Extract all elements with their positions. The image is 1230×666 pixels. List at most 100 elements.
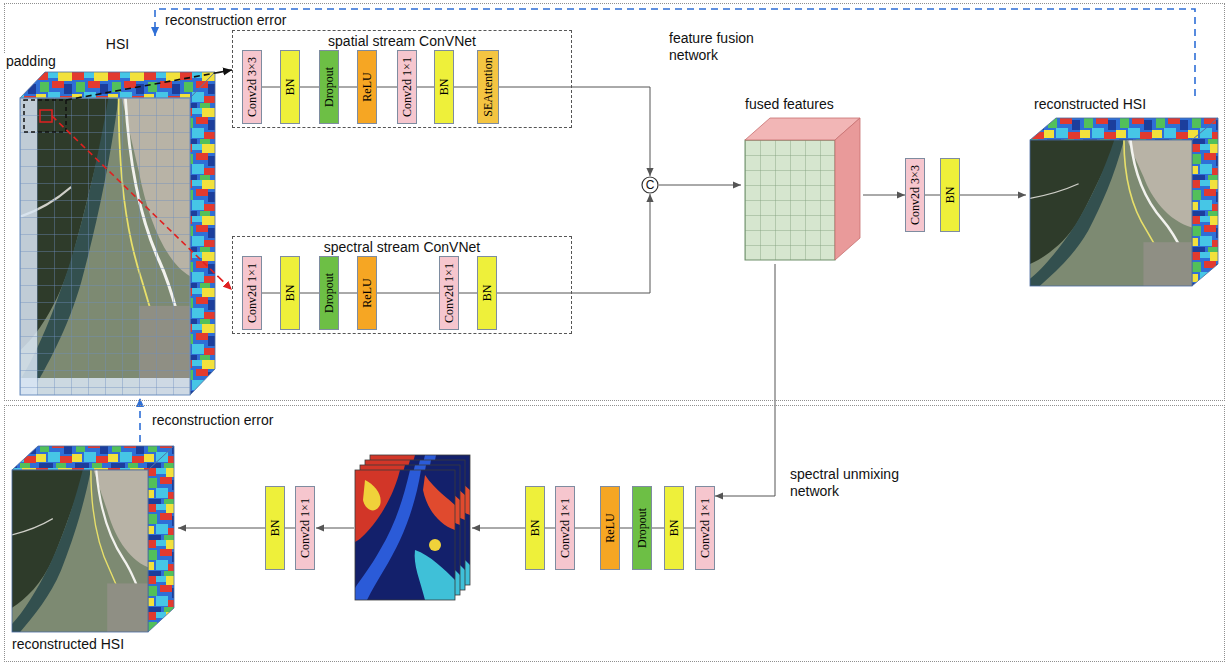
connector xyxy=(715,264,775,496)
layer-block: Conv2d 3×3 xyxy=(242,50,262,124)
layer-block: SEAttention xyxy=(477,50,499,124)
input-cube xyxy=(20,72,215,395)
scene-image xyxy=(20,98,190,395)
group-panel: spectral unmixing networkreconstructed H… xyxy=(4,405,1225,662)
input-cube-node: HSI xyxy=(16,36,219,398)
layer-name: Conv2d 1×1 xyxy=(245,263,259,323)
flow-line xyxy=(499,87,572,88)
layer-name: Conv2d 1×1 xyxy=(400,57,414,117)
tensor-cube xyxy=(745,118,860,260)
output-cube-node: reconstructed HSI xyxy=(8,442,178,654)
connector xyxy=(620,528,632,529)
connector xyxy=(377,293,439,294)
connector xyxy=(459,293,477,294)
connector xyxy=(262,87,280,88)
tensor-cube-node: fused features xyxy=(741,96,863,264)
concat-ring xyxy=(642,177,658,193)
output-cube-node: reconstructed HSI xyxy=(1026,96,1221,290)
concat-node: C xyxy=(641,176,659,194)
layer-block: Dropout xyxy=(632,486,652,570)
layer-block: Conv2d 1×1 xyxy=(439,256,459,330)
layer-block: Conv2d 3×3 xyxy=(905,158,925,232)
map-frame xyxy=(355,470,455,600)
pixel-window xyxy=(40,110,52,122)
cube-label: reconstructed HSI xyxy=(1034,96,1146,112)
connector xyxy=(960,195,1026,196)
flow-arrow xyxy=(316,528,354,529)
layer-block: BN xyxy=(280,50,300,124)
branch-title: spatial stream ConVNet xyxy=(328,33,476,49)
flow-arrow xyxy=(472,528,525,529)
layer-name: Conv2d 1×1 xyxy=(698,498,712,558)
layer-name: BN xyxy=(667,520,681,537)
layer-block: BN xyxy=(265,486,285,570)
connector xyxy=(219,277,232,290)
cube-top xyxy=(20,72,215,98)
layer-block: BN xyxy=(664,486,684,570)
layer-block: Conv2d 1×1 xyxy=(397,50,417,124)
layer-name: BN xyxy=(437,79,451,96)
cube-front xyxy=(1030,140,1192,286)
edge-label: reconstruction error xyxy=(163,12,288,28)
group-panel: feature fusion network HSI spatial stream … xyxy=(4,3,1225,401)
connector xyxy=(339,87,357,88)
scene-image xyxy=(12,470,148,632)
connector xyxy=(572,87,650,176)
panel-title: feature fusion network xyxy=(669,30,773,64)
layer-name: BN xyxy=(528,520,542,537)
connector xyxy=(863,195,905,196)
connector xyxy=(545,528,555,529)
pixel-grid xyxy=(20,98,190,395)
layer-name: ReLU xyxy=(360,72,374,101)
note-label: padding xyxy=(4,53,58,69)
abundance-map xyxy=(355,470,455,600)
layer-name: Conv2d 3×3 xyxy=(245,57,259,117)
cube-top xyxy=(1030,118,1218,140)
edge-label-holder: reconstruction error xyxy=(163,11,288,29)
cube-label: reconstructed HSI xyxy=(12,636,124,652)
layer-block: Conv2d 1×1 xyxy=(555,486,575,570)
abundance-stack xyxy=(355,455,470,600)
connector xyxy=(417,87,434,88)
cube-side xyxy=(190,72,215,395)
cube-label: fused features xyxy=(745,96,834,112)
connector xyxy=(155,9,1195,96)
layer-block: ReLU xyxy=(600,486,620,570)
cube-side xyxy=(835,118,860,260)
cube-grid xyxy=(745,140,835,260)
layer-block: BN xyxy=(280,256,300,330)
layer-block: BN xyxy=(525,486,545,570)
branch-box: spectral stream ConVNetConv2d 1×1BNDropo… xyxy=(232,236,572,334)
branch-title: spectral stream ConVNet xyxy=(324,239,480,255)
concat-symbol: C xyxy=(646,179,655,191)
layer-name: ReLU xyxy=(603,513,617,542)
layer-block: Conv2d 1×1 xyxy=(695,486,715,570)
connector xyxy=(659,185,741,186)
cube-top xyxy=(12,446,174,470)
connector xyxy=(285,528,295,529)
connector xyxy=(300,87,319,88)
leader-line xyxy=(52,116,219,277)
output-cube xyxy=(1030,118,1218,286)
layer-name: Dropout xyxy=(322,67,336,107)
layer-block: BN xyxy=(434,50,454,124)
layer-name: BN xyxy=(480,285,494,302)
layer-name: BN xyxy=(268,520,282,537)
cube-front xyxy=(12,470,148,632)
connector xyxy=(178,528,265,529)
connector xyxy=(377,87,397,88)
scene-image xyxy=(1030,140,1192,286)
layer-block: Dropout xyxy=(319,50,339,124)
patch-window xyxy=(24,100,66,132)
layer-block: Dropout xyxy=(319,256,339,330)
leader-line xyxy=(66,72,219,100)
connector xyxy=(300,293,319,294)
connector xyxy=(219,70,232,72)
layer-block: ReLU xyxy=(357,50,377,124)
layer-block: ReLU xyxy=(357,256,377,330)
layer-name: Conv2d 3×3 xyxy=(908,165,922,225)
layer-name: ReLU xyxy=(360,278,374,307)
layer-block: Conv2d 1×1 xyxy=(242,256,262,330)
layer-name: BN xyxy=(943,187,957,204)
